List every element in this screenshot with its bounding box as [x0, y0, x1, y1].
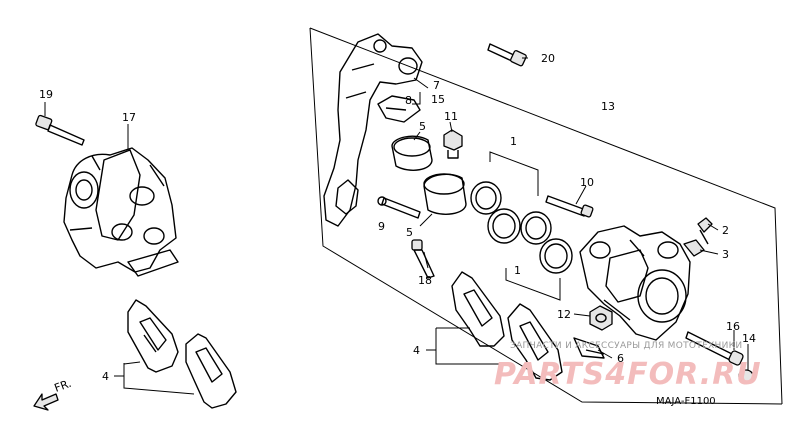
bolt-19: [35, 114, 85, 146]
callout-4-right: 4: [413, 344, 420, 357]
callout-6: 6: [617, 352, 624, 365]
watermark-brand: PARTS4FOR.RU: [494, 357, 762, 392]
callout-20: 20: [541, 52, 555, 65]
pad-spring-6: [573, 337, 605, 359]
callout-13: 13: [601, 100, 615, 113]
callout-4-left: 4: [102, 370, 109, 383]
brake-pads-right: [451, 271, 563, 381]
callout-19: 19: [39, 88, 53, 101]
callout-10: 10: [580, 176, 594, 189]
callout-14: 14: [742, 332, 756, 345]
bolt-20: [487, 43, 527, 67]
piston-seals: [470, 151, 573, 301]
plug-14: [738, 369, 754, 383]
callout-1-upper: 1: [510, 135, 517, 148]
callout-18: 18: [418, 274, 432, 287]
watermark-line: ЗАПЧАСТИ И АКСЕССУАРЫ ДЛЯ МОТОТЕХНИКИ: [510, 341, 742, 351]
callouts: 19 17 20 7 8 15 13 11 5 1 10 5 9 2 3 1 1…: [39, 52, 756, 383]
callout-1-lower: 1: [514, 264, 521, 277]
caliper-body: [579, 225, 691, 341]
callout-9: 9: [378, 220, 385, 233]
leader-lines: [44, 57, 749, 395]
callout-16: 16: [726, 320, 740, 333]
assembly-frame: [309, 27, 783, 405]
callout-5-lower: 5: [406, 226, 413, 239]
bolt-18: [411, 239, 435, 279]
piston-lower: [423, 173, 467, 215]
callout-8: 8: [405, 94, 412, 107]
callout-17: 17: [122, 111, 136, 124]
piston-upper: [391, 135, 433, 171]
diagram-code: MAJA-F1100: [656, 396, 716, 407]
caliper-assembly-left: [63, 147, 179, 277]
pin-10: [545, 195, 594, 218]
front-direction-arrow: FR.: [33, 377, 73, 411]
nut-12: [589, 305, 613, 331]
pad-retainer: [377, 95, 421, 123]
pin-16: [685, 331, 744, 366]
caliper-bracket: [323, 33, 423, 227]
bleeder-11: [443, 129, 463, 159]
callout-12: 12: [557, 308, 571, 321]
callout-15: 15: [431, 93, 445, 106]
pin-9: [377, 196, 421, 219]
callout-2: 2: [722, 224, 729, 237]
direction-label: FR.: [53, 377, 73, 395]
cap-3: [683, 239, 705, 257]
bleeder-2: [697, 217, 713, 245]
callout-11: 11: [444, 110, 458, 123]
callout-5-upper: 5: [419, 120, 426, 133]
callout-3: 3: [722, 248, 729, 261]
brake-pads-left: [127, 299, 237, 409]
callout-7: 7: [433, 79, 440, 92]
